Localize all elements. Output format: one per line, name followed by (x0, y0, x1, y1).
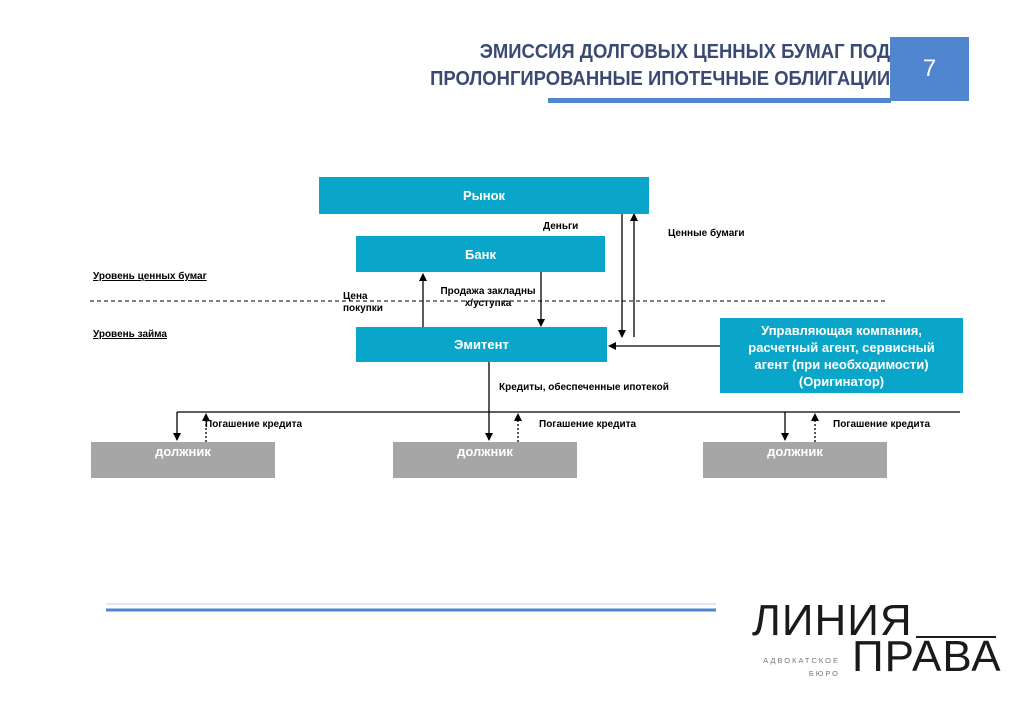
title-line-2: ПРОЛОНГИРОВАННЫЕ ИПОТЕЧНЫЕ ОБЛИГАЦИИ (429, 67, 890, 90)
label-securities: Ценные бумаги (668, 228, 745, 239)
logo-line-2: ПРАВА (852, 632, 1002, 681)
label-securities-level: Уровень ценных бумаг (93, 271, 207, 282)
logo-line-1: ЛИНИЯ (752, 596, 913, 645)
node-bank: Банк (356, 236, 605, 272)
label-loan-level: Уровень займа (93, 329, 167, 340)
node-issuer: Эмитент (356, 327, 607, 362)
logo-rule (916, 636, 996, 638)
title-underline (548, 98, 891, 103)
label-mortgage-sale: Продажа закладных/уступка (440, 286, 536, 309)
title-line-1: ЭМИССИЯ ДОЛГОВЫХ ЦЕННЫХ БУМАГ ПОД (479, 40, 890, 63)
page-title: ЭМИССИЯ ДОЛГОВЫХ ЦЕННЫХ БУМАГ ПОД ПРОЛОН… (430, 38, 890, 92)
label-repayment-2: Погашение кредита (539, 419, 637, 430)
node-management-company: Управляющая компания, расчетный агент, с… (720, 318, 963, 393)
logo-subtitle-2: БЮРО (808, 669, 840, 678)
label-purchase-price: Цена покупки (343, 291, 383, 314)
page-number-badge: 7 (890, 37, 969, 101)
node-market: Рынок (319, 177, 649, 214)
label-repayment-3: Погашение кредита (833, 419, 931, 430)
logo-subtitle-1: АДВОКАТСКОЕ (763, 656, 840, 665)
node-debtor-3: должник (703, 442, 887, 478)
label-mortgage-credits: Кредиты, обеспеченные ипотекой (499, 382, 669, 393)
label-repayment-1: Погашение кредита (205, 419, 303, 430)
node-debtor-2: должник (393, 442, 577, 478)
node-debtor-1: должник (91, 442, 275, 478)
label-money: Деньги (543, 221, 579, 232)
